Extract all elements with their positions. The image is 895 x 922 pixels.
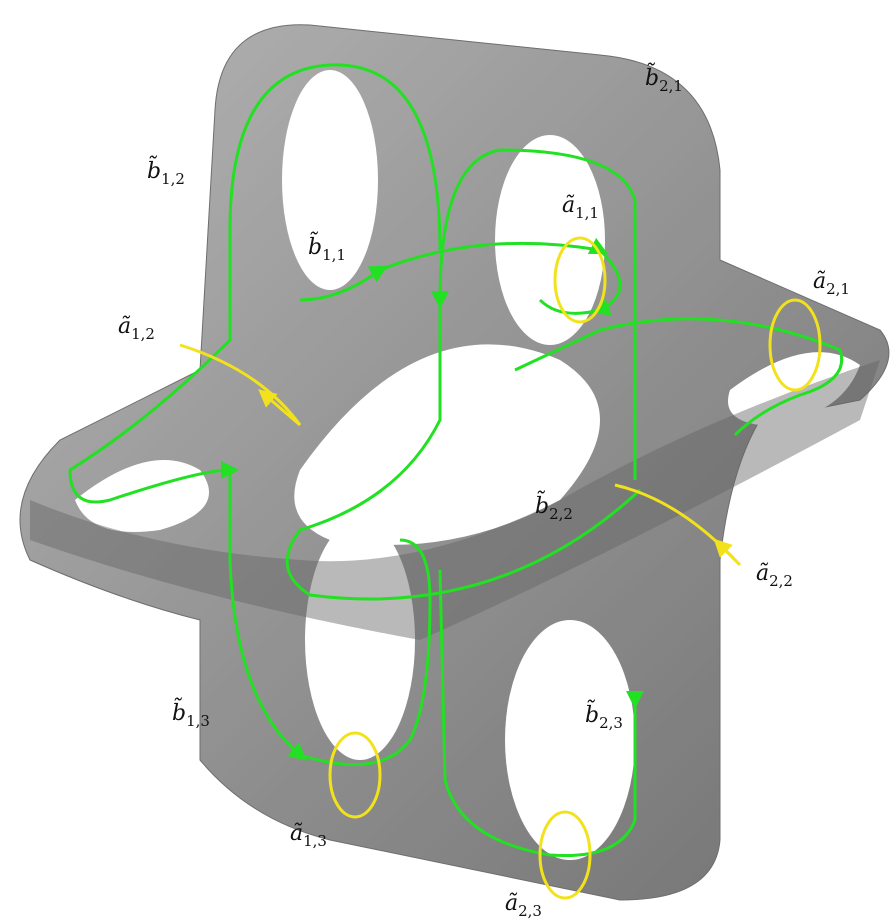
surface-band xyxy=(30,360,880,640)
hole-center xyxy=(294,344,600,545)
cycle-a12 xyxy=(179,343,302,427)
cycle-a23 xyxy=(538,810,592,900)
cycle-b13 xyxy=(228,470,307,761)
label-b23: b̃2,3 xyxy=(585,698,623,732)
surface-body xyxy=(19,24,890,901)
cycle-b12 xyxy=(68,63,442,504)
cycle-b22 xyxy=(285,300,642,601)
cycle-b21-arc xyxy=(514,317,843,437)
label-b11: b̃1,1 xyxy=(308,230,346,264)
hole-lower-right xyxy=(505,620,635,860)
label-b21: b̃2,1 xyxy=(645,61,683,95)
label-a13: ã1,3 xyxy=(290,821,327,850)
a-cycles xyxy=(179,236,822,900)
cycle-a22 xyxy=(614,483,742,567)
label-b12: b̃1,2 xyxy=(147,154,185,188)
cycle-labels: b̃1,1 b̃1,2 b̃1,3 b̃2,1 b̃2,2 b̃2,3 ã1,1… xyxy=(118,61,850,920)
b-cycles xyxy=(68,63,843,858)
label-b22: b̃2,2 xyxy=(535,489,573,523)
label-a21: ã2,1 xyxy=(813,269,850,298)
label-b13: b̃1,3 xyxy=(172,696,210,730)
hole-lower-left xyxy=(305,520,415,760)
cycle-b21 xyxy=(431,148,637,480)
cycle-b13-arc xyxy=(299,538,432,767)
cycle-a21 xyxy=(768,298,822,392)
cycle-a13 xyxy=(328,731,382,819)
cycle-b23 xyxy=(438,569,644,858)
label-a23: ã2,3 xyxy=(505,891,542,920)
cycle-b11 xyxy=(299,237,622,316)
label-a22: ã2,2 xyxy=(756,561,793,590)
label-a11: ã1,1 xyxy=(562,193,599,222)
cycle-a11 xyxy=(553,236,607,324)
hole-upper-left xyxy=(282,70,378,290)
label-a12: ã1,2 xyxy=(118,314,155,343)
hole-left xyxy=(75,460,209,532)
